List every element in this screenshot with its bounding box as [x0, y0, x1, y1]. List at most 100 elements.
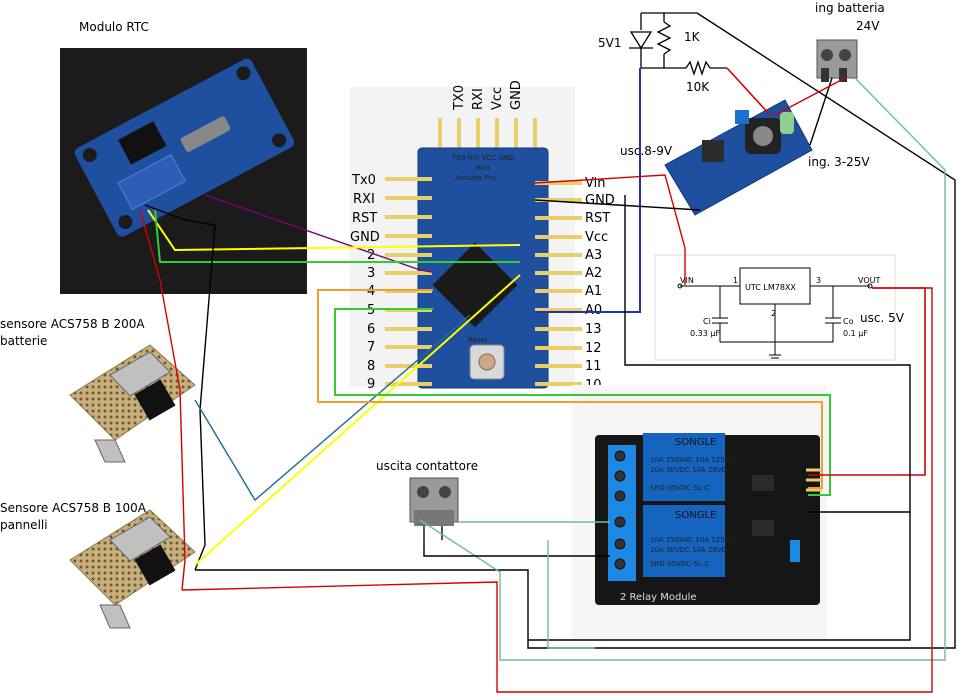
battery-voltage-label: 24V	[856, 19, 880, 33]
arduino-right-headers	[535, 181, 582, 386]
arduino-right-pin-labels: Vin GND RST Vcc A3 A2 A1 A0 13 12 11 10	[585, 176, 615, 393]
lm78xx-regulator-schematic: UTC LM78XX VIN VOUT 1 2 3 Ci 0.33 μF Co …	[654, 254, 896, 361]
lm78xx-vin-label: VIN	[680, 276, 694, 285]
wire-rtc-red	[139, 209, 186, 591]
pin-label-right-a3: A3	[585, 248, 602, 263]
relay-spec-2-line2: 10A 30VDC 10A 28VDC	[650, 546, 732, 554]
wire-lightgreen-battery	[419, 77, 946, 661]
contactor-terminal-block	[409, 477, 459, 540]
pin-label-left-gnd: GND	[350, 230, 380, 245]
rtc-module-label: Modulo RTC	[79, 20, 149, 34]
current-sensor-panels	[69, 509, 196, 629]
resistor-10k-label: 10K	[686, 80, 710, 94]
wire-sensor1-teal	[194, 314, 471, 502]
rtc-module	[60, 48, 307, 294]
lm78xx-co-name: Co	[843, 317, 854, 326]
arduino-board-text-name: Arduino Pro	[455, 174, 495, 182]
lm78xx-vout-label: VOUT	[858, 276, 880, 285]
pin-label-right-12: 12	[585, 341, 602, 356]
pin-label-left-rxi: RXI	[353, 192, 375, 207]
wire-rtc-black	[144, 204, 216, 571]
relay-module-title: 2 Relay Module	[620, 592, 697, 603]
resistor-1k-label: 1K	[684, 30, 701, 44]
pin-label-left-7: 7	[367, 340, 375, 355]
pin-label-right-gnd: GND	[585, 193, 615, 208]
pin-label-top-tx0: TX0	[452, 85, 467, 111]
arduino-board-text-mini: Mini	[475, 164, 489, 172]
wire-blue-a0	[535, 68, 641, 313]
lm78xx-pin1-label: 1	[733, 276, 738, 285]
sensor-batteries-label-line1: sensore ACS758 B 200A	[0, 317, 145, 331]
sensor-panels-label-line1: Sensore ACS758 B 100A	[0, 501, 147, 515]
wire-red-vin	[534, 174, 686, 285]
pin-label-left-5: 5	[367, 303, 375, 318]
relay-spec-1-line2: 10A 30VDC 10A 28VDC	[650, 466, 732, 474]
pin-label-right-a2: A2	[585, 266, 602, 281]
relay-brand-2: SONGLE	[675, 510, 716, 521]
arduino-top-headers	[438, 118, 537, 152]
sensor-batteries-label-line2: batterie	[0, 334, 47, 348]
wire-black-gnd	[534, 199, 701, 211]
pin-label-top-gnd: GND	[509, 80, 524, 110]
input-3-25v-label: ing. 3-25V	[808, 155, 870, 169]
pin-label-left-6: 6	[367, 322, 375, 337]
current-sensor-batteries	[69, 344, 196, 463]
output-8-9v-label: usc.8-9V	[620, 144, 673, 158]
pin-label-left-2: 2	[367, 248, 375, 263]
lm78xx-ci-value: 0.33 μF	[690, 329, 720, 338]
pin-label-top-rxi: RXI	[471, 88, 486, 110]
pin-label-right-13: 13	[585, 322, 602, 337]
lm78xx-pin2-label: 2	[771, 309, 776, 318]
pin-label-top-vcc: Vcc	[490, 87, 505, 110]
battery-terminal-block	[816, 39, 858, 82]
lm78xx-pin3-label: 3	[816, 276, 821, 285]
wire-black-battery	[809, 77, 833, 146]
relay-module: SONGLE 10A 250VAC 10A 125VAC 10A 30VDC 1…	[572, 385, 827, 640]
arduino-board-text-reset: Reset	[468, 336, 488, 344]
wire-black-relay-gnd	[624, 195, 911, 513]
sensor-panels-label-line2: pannelli	[0, 518, 48, 532]
zener-resistor-network	[629, 12, 727, 77]
buck-converter	[664, 99, 813, 216]
wire-rtc-green	[154, 209, 520, 263]
output-5v-label: usc. 5V	[860, 311, 905, 325]
arduino-board-text-pins: TX0 RXI VCC GND	[451, 154, 515, 162]
pin-label-left-9: 9	[367, 377, 375, 392]
relay-model-1: SRD-05VDC-SL-C	[650, 484, 709, 492]
arduino-pro-mini: TX0 RXI VCC GND Mini Arduino Pro Reset	[350, 87, 582, 389]
relay-brand-1: SONGLE	[675, 437, 716, 448]
wire-orange-pin4	[317, 289, 823, 489]
pin-label-left-4: 4	[367, 284, 375, 299]
pin-label-right-rst: RST	[585, 211, 610, 226]
lm78xx-chip-label: UTC LM78XX	[745, 283, 796, 292]
zener-label: 5V1	[598, 36, 621, 50]
pin-label-right-11: 11	[585, 359, 602, 374]
wire-sensor2-yellow	[194, 274, 521, 566]
lm78xx-co-value: 0.1 μF	[843, 329, 868, 338]
pin-label-left-rst: RST	[352, 211, 377, 226]
relay-spec-2-line1: 10A 250VAC 10A 125VAC	[650, 536, 739, 544]
wire-red-5v-bottom	[181, 287, 933, 693]
arduino-left-pin-labels: Tx0 RXI RST GND 2 3 4 5 6 7 8 9	[350, 173, 380, 392]
arduino-top-pin-labels: TX0 RXI Vcc GND	[452, 80, 524, 111]
wire-green-pin5	[334, 308, 831, 496]
pin-label-left-tx0: Tx0	[351, 173, 376, 188]
contactor-output-label: uscita contattore	[376, 459, 478, 473]
pin-label-left-8: 8	[367, 359, 375, 374]
pin-label-right-vcc: Vcc	[585, 230, 608, 245]
wires	[139, 12, 956, 693]
wire-black-relay-bottom	[528, 512, 911, 641]
pin-label-right-a0: A0	[585, 303, 602, 318]
arduino-chip	[432, 242, 518, 328]
wire-black-zener-top	[195, 12, 956, 649]
wire-rtc-purple	[204, 194, 433, 273]
wire-red-battery	[774, 77, 846, 116]
relay-spec-1-line1: 10A 250VAC 10A 125VAC	[650, 456, 739, 464]
pin-label-right-a1: A1	[585, 284, 602, 299]
pin-label-left-3: 3	[367, 266, 375, 281]
battery-input-label: ing batteria	[815, 1, 885, 15]
lm78xx-ci-name: Ci	[703, 317, 711, 326]
wire-green-relay-side	[547, 540, 595, 649]
relay-model-2: SRD-05VDC-SL-C	[650, 560, 709, 568]
